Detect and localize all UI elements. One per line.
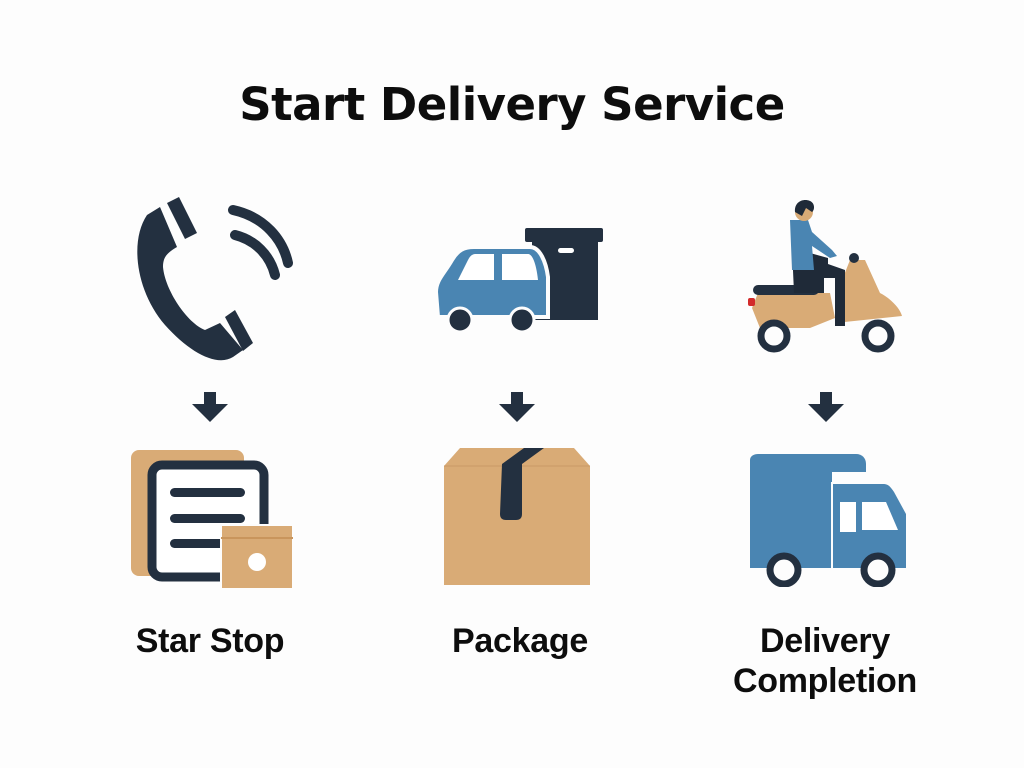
step-label-completion: Completion — [733, 662, 917, 700]
phone-ringing-icon — [137, 197, 293, 361]
document-with-package-icon — [131, 450, 294, 590]
step-label-star-stop: Star Stop — [135, 622, 285, 660]
step-label-package: Package — [452, 622, 588, 660]
scooter-rider-icon — [748, 200, 902, 353]
down-arrow-icon — [499, 392, 535, 422]
cardboard-box-icon — [444, 448, 590, 585]
delivery-truck-icon — [750, 454, 906, 587]
down-arrow-icon — [808, 392, 844, 422]
step-label-delivery: Delivery — [760, 622, 890, 660]
page-title: Start Delivery Service — [239, 78, 785, 131]
down-arrow-icon — [192, 392, 228, 422]
car-with-box-icon — [433, 228, 603, 334]
